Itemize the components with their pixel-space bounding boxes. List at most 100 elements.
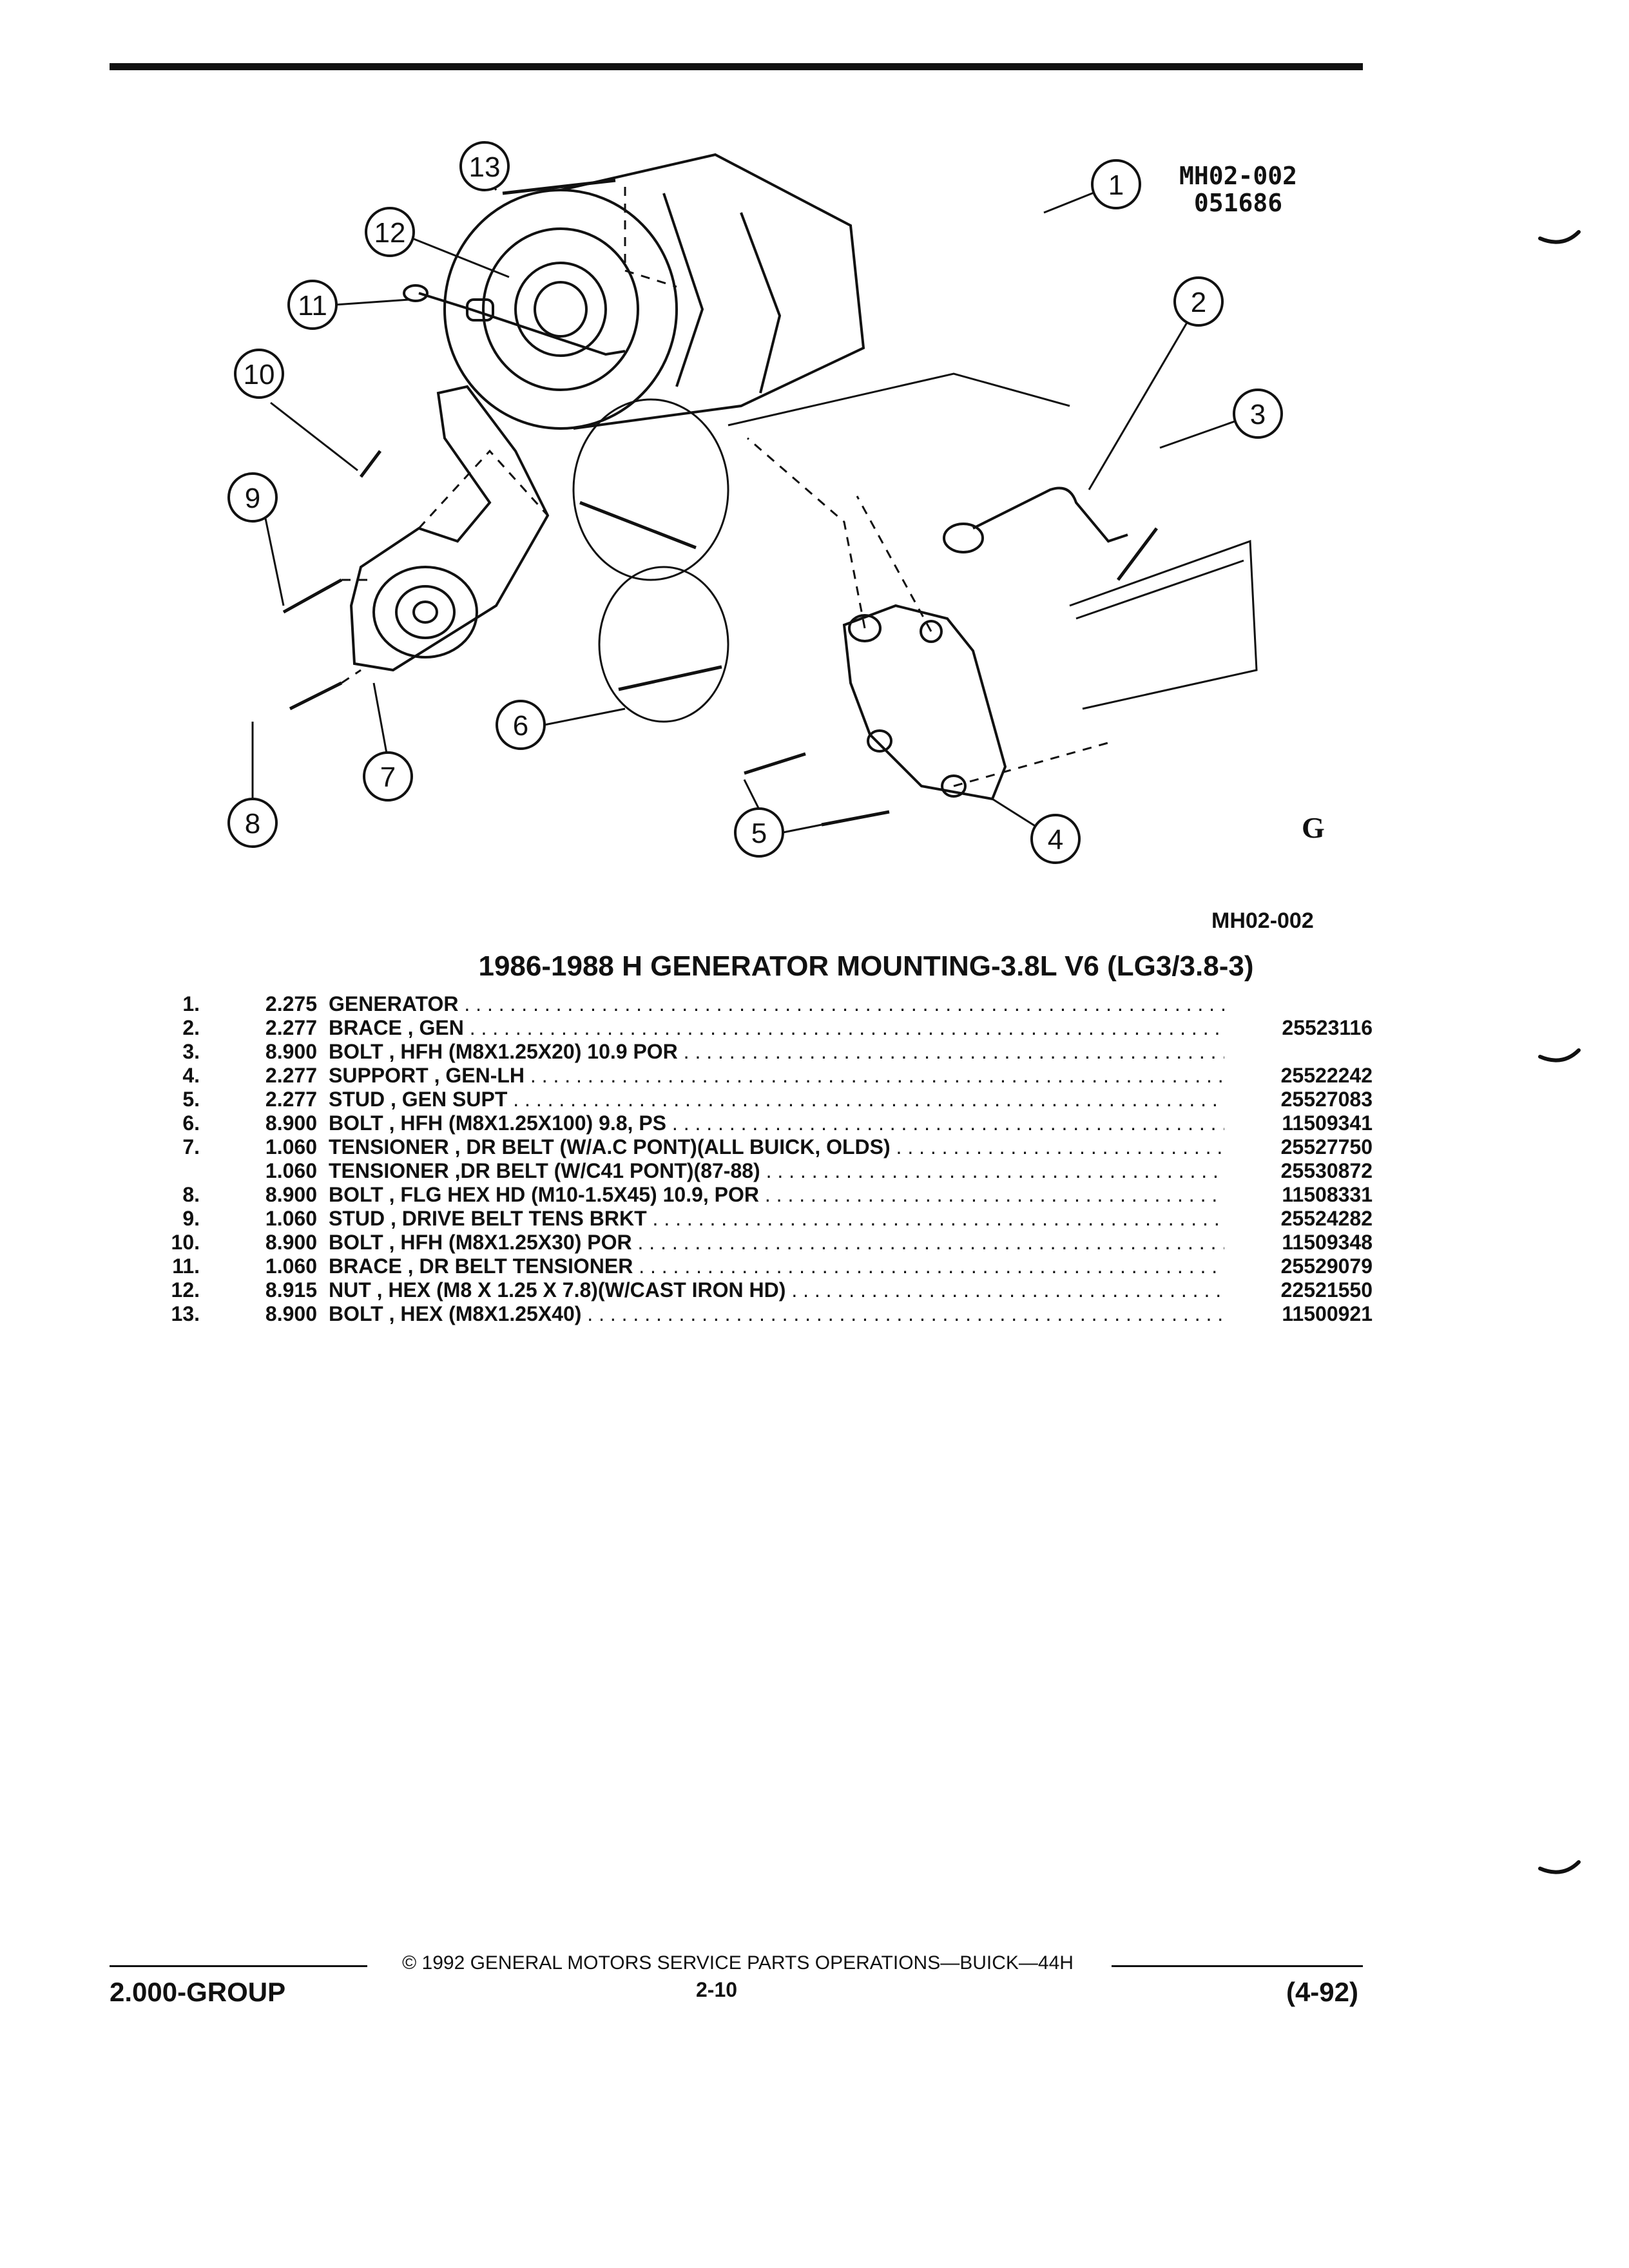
exploded-diagram: 1 2 3 4 5 6 7 8 9 10 11 12 13 G [227, 141, 1325, 864]
callout-11-label: 11 [298, 290, 327, 322]
item-number: 6. [182, 1111, 200, 1135]
part-description: NUT , HEX (M8 X 1.25 X 7.8)(W/CAST IRON … [329, 1278, 1224, 1302]
item-number: 5. [182, 1088, 200, 1111]
group-number: 2.277 [265, 1016, 317, 1039]
item-number: 7. [182, 1135, 200, 1158]
figure-code-header: MH02-002 051686 [1179, 162, 1297, 216]
part-description: BOLT , HFH (M8X1.25X30) POR [329, 1231, 1224, 1254]
group-number: 8.900 [265, 1302, 317, 1325]
part-number: 11509348 [1282, 1231, 1373, 1254]
logo-g-icon: G [1302, 811, 1325, 844]
callout-10: 10 [234, 349, 358, 472]
part-number: 11500921 [1282, 1302, 1373, 1325]
margin-marks [1538, 230, 1581, 1874]
callout-8-label: 8 [245, 808, 260, 840]
callout-4: 4 [992, 798, 1081, 864]
part-description: STUD , GEN SUPT [329, 1088, 1224, 1111]
part-description: SUPPORT , GEN-LH [329, 1064, 1224, 1088]
brace-2-drawing [972, 486, 1128, 543]
item-number: 3. [182, 1040, 200, 1063]
callout-8: 8 [227, 722, 278, 848]
callout-1-label: 1 [1108, 169, 1124, 201]
generator-drawing [443, 153, 865, 430]
callout-6-label: 6 [513, 710, 528, 742]
part-description: BRACE , GEN [329, 1016, 1224, 1040]
item-number: 9. [182, 1207, 200, 1230]
callout-11: 11 [287, 280, 410, 330]
callout-4-label: 4 [1048, 824, 1063, 856]
callout-6: 6 [496, 700, 626, 750]
callout-13-label: 13 [469, 151, 501, 183]
callout-7: 7 [363, 682, 413, 802]
parts-row: 13. 8.900 BOLT , HEX (M8X1.25X40) 11500921 [155, 1302, 1373, 1326]
group-number: 2.277 [265, 1088, 317, 1111]
group-number: 8.915 [265, 1278, 317, 1302]
support-drawing [842, 604, 1007, 801]
part-description: BOLT , HFH (M8X1.25X100) 9.8, PS [329, 1111, 1224, 1135]
part-number: 25530872 [1280, 1159, 1373, 1182]
callout-9: 9 [227, 472, 285, 606]
callout-2: 2 [1088, 276, 1224, 490]
group-number: 1.060 [265, 1135, 317, 1158]
callout-12: 12 [365, 207, 510, 278]
group-number: 1.060 [265, 1254, 317, 1278]
part-number: 25527083 [1280, 1088, 1373, 1111]
group-number: 8.900 [265, 1183, 317, 1206]
part-number: 11508331 [1282, 1183, 1373, 1206]
part-description: STUD , DRIVE BELT TENS BRKT [329, 1207, 1224, 1231]
part-description: TENSIONER , DR BELT (W/A.C PONT)(ALL BUI… [329, 1135, 1224, 1159]
part-description: TENSIONER ,DR BELT (W/C41 PONT)(87-88) [329, 1159, 1224, 1183]
part-number: 25527750 [1280, 1135, 1373, 1158]
parts-row: 1.060 TENSIONER ,DR BELT (W/C41 PONT)(87-… [155, 1159, 1373, 1183]
item-number: 11. [172, 1254, 200, 1278]
callout-12-label: 12 [374, 217, 406, 249]
item-number: 13. [171, 1302, 200, 1325]
part-number: 11509341 [1282, 1111, 1373, 1135]
top-rule [110, 63, 1363, 70]
callout-5-label: 5 [751, 818, 767, 849]
callout-7-label: 7 [380, 762, 396, 793]
item-number: 2. [182, 1016, 200, 1039]
figure-date-code: 051686 [1193, 189, 1283, 217]
item-number: 8. [182, 1183, 200, 1206]
figure-code-caption: MH02-002 [1211, 908, 1314, 933]
footer-page-number: 2-10 [696, 1978, 738, 2001]
footer-rule-left [110, 1965, 367, 1967]
parts-row: 5. 2.277 STUD , GEN SUPT 25527083 [155, 1088, 1373, 1111]
group-number: 1.060 [265, 1159, 317, 1182]
footer-group: 2.000-GROUP [110, 1977, 286, 2007]
part-description: GENERATOR [329, 992, 1224, 1016]
callout-3-label: 3 [1250, 399, 1266, 430]
bolts-drawing [282, 178, 1158, 827]
tensioner-drawing [349, 385, 550, 672]
part-description: BRACE , DR BELT TENSIONER [329, 1254, 1224, 1278]
callout-10-label: 10 [244, 359, 275, 390]
part-number: 25524282 [1280, 1207, 1373, 1230]
item-number: 1. [182, 992, 200, 1015]
parts-row: 7. 1.060 TENSIONER , DR BELT (W/A.C PONT)(… [155, 1135, 1373, 1159]
figure-code: MH02-002 [1179, 162, 1298, 190]
callout-13: 13 [459, 141, 510, 191]
item-number: 10. [171, 1231, 200, 1254]
callout-1: 1 [1043, 159, 1141, 214]
part-number: 22521550 [1280, 1278, 1373, 1302]
brace-11-drawing [418, 292, 626, 356]
group-number: 2.277 [265, 1064, 317, 1087]
callout-9-label: 9 [245, 483, 260, 514]
group-number: 8.900 [265, 1040, 317, 1063]
footer-rule-right [1112, 1965, 1363, 1967]
section-title: 1986-1988 H GENERATOR MOUNTING-3.8L V6 (… [478, 950, 1254, 982]
callout-2-label: 2 [1191, 287, 1206, 318]
footer-revision: (4-92) [1286, 1977, 1358, 2007]
part-description: BOLT , HEX (M8X1.25X40) [329, 1302, 1224, 1326]
part-number: 25522242 [1280, 1064, 1373, 1087]
